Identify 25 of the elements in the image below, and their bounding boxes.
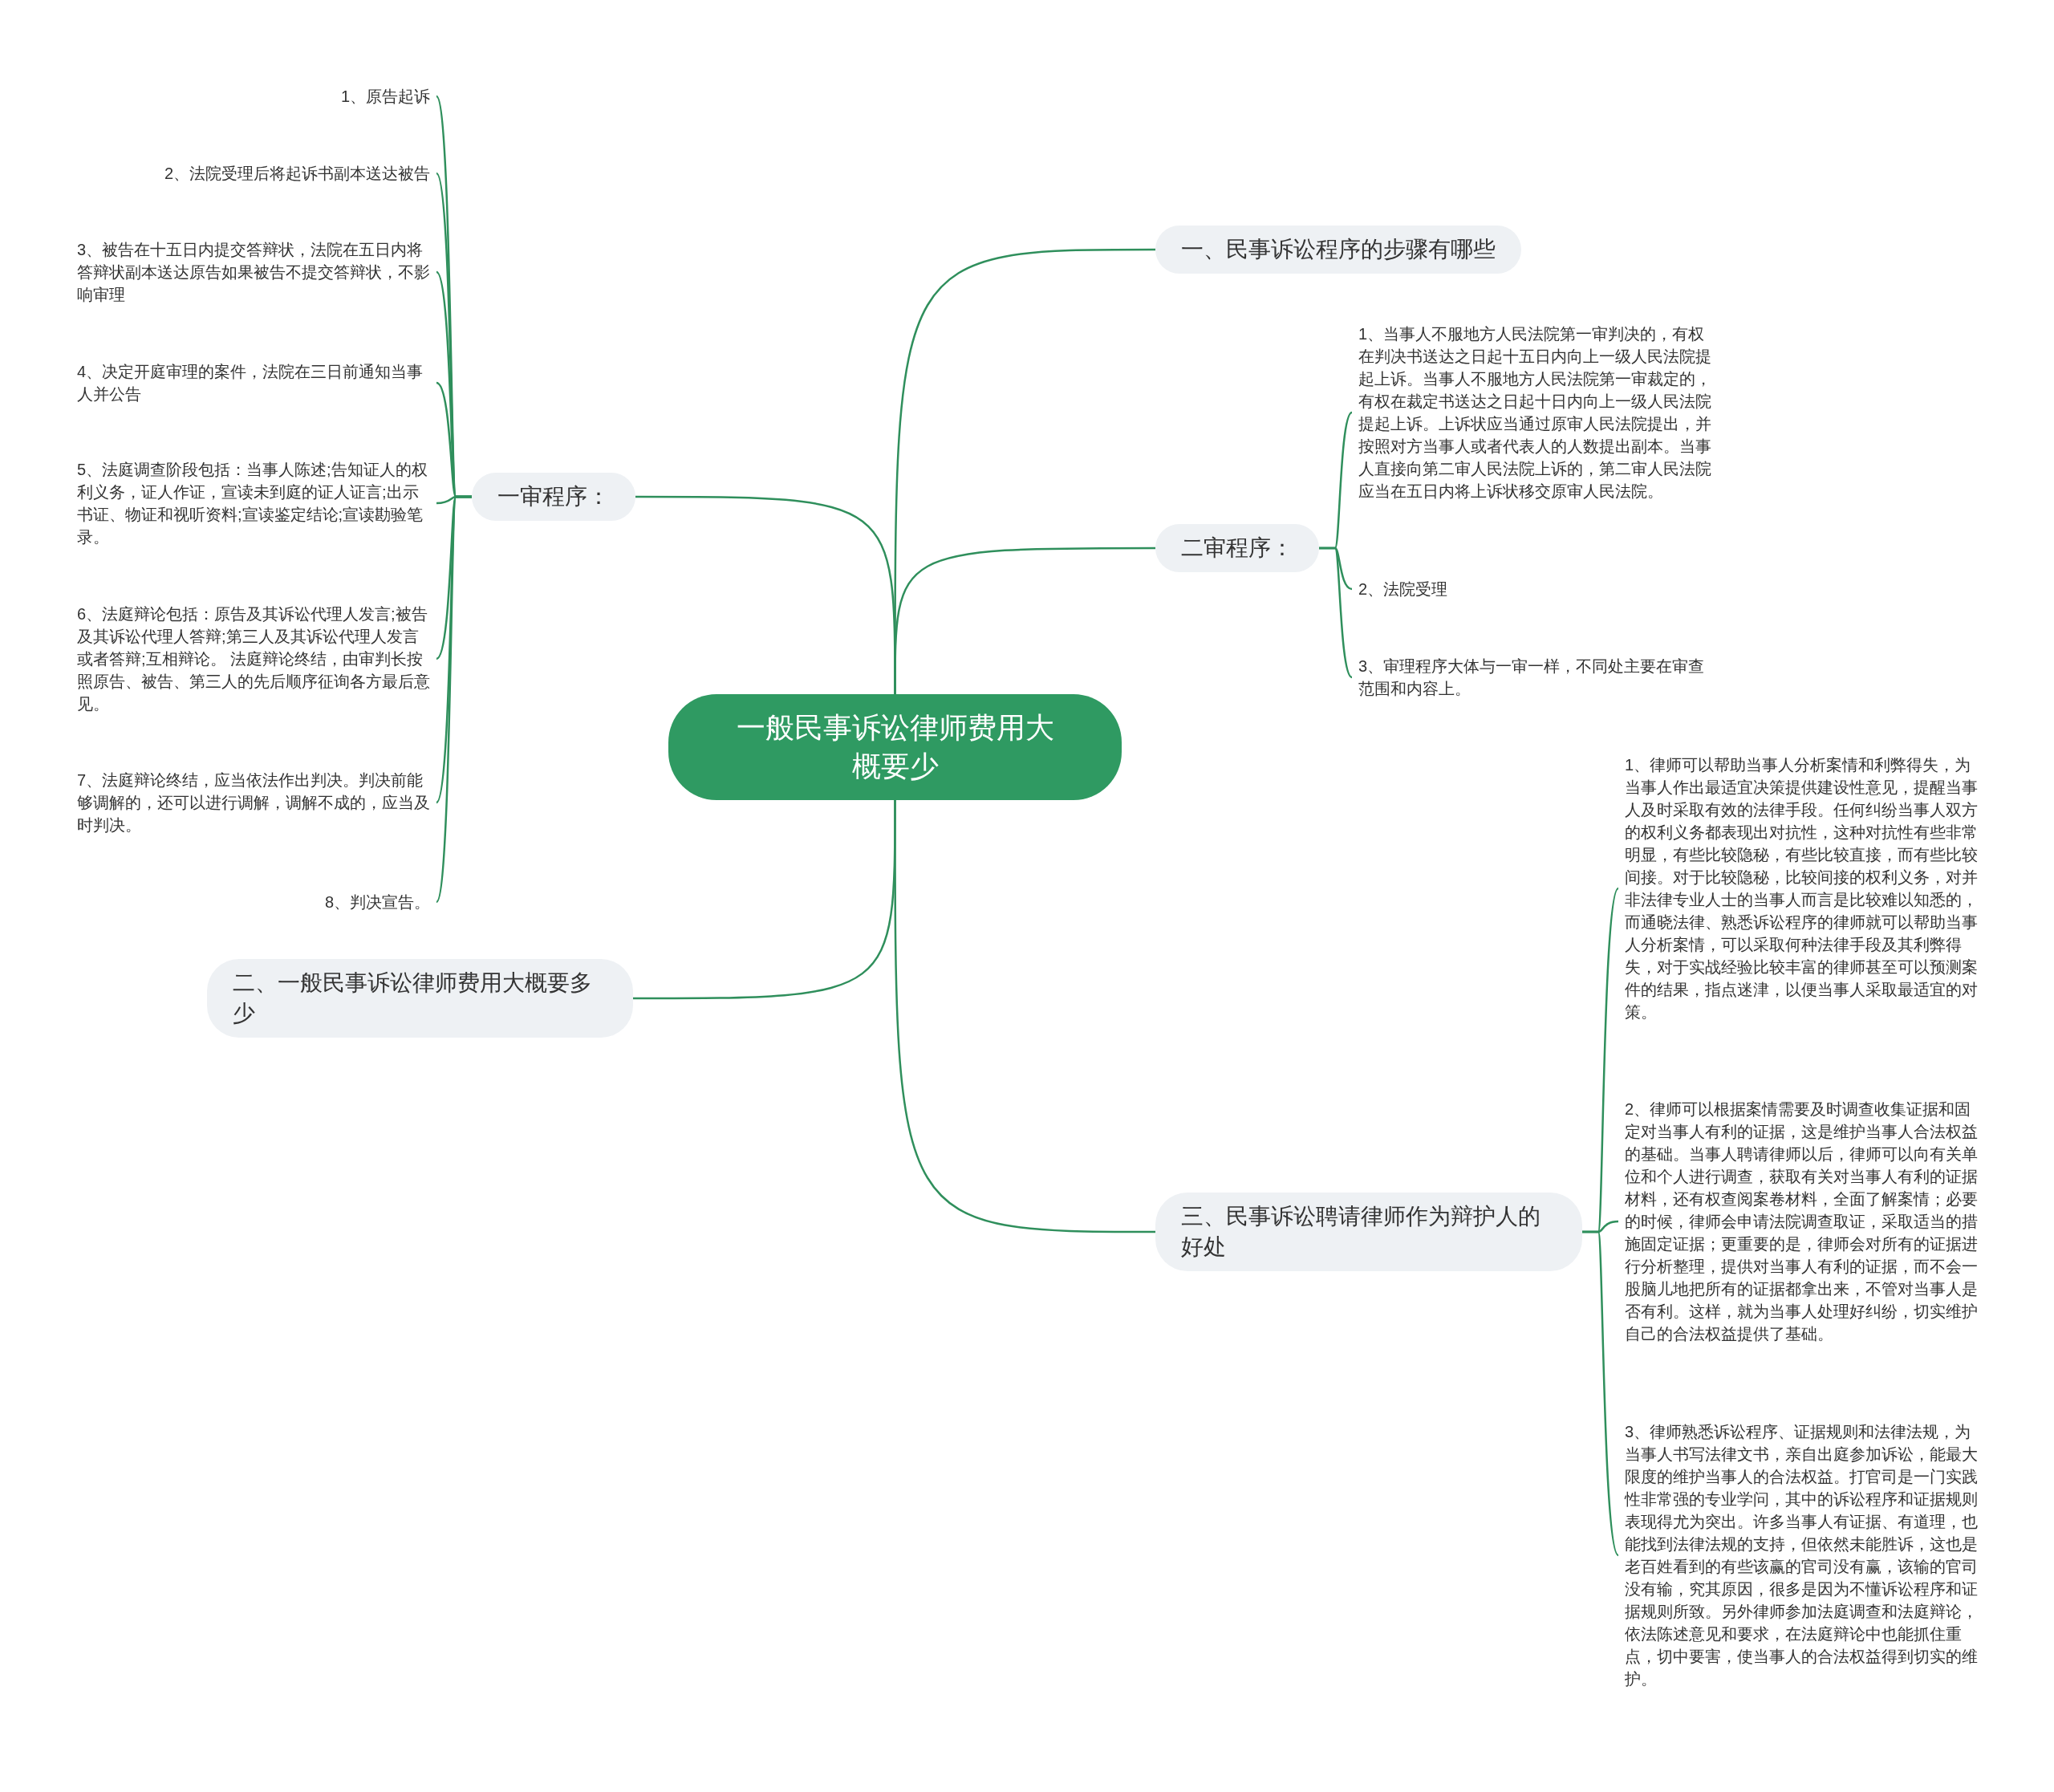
topic-pill: 一审程序：: [472, 473, 635, 521]
subtopic-text: 3、审理程序大体与一审一样，不同处主要在审查范围和内容上。: [1358, 655, 1711, 700]
subtopic-text: 1、原告起诉: [340, 85, 430, 108]
subtopic-text: 1、律师可以帮助当事人分析案情和利弊得失，为当事人作出最适宜决策提供建设性意见，提醒当事人及时采取有效的法律手段。任何纠纷当事人双方的权利义务都表现出对抗性，这种对抗性有些非常明显，有些比较隐秘，有些比较直接，而有些比较间接。对于比较隐秘，比较间接的权利义务，对并非法律专业人士的当事人而言是比较难以知悉的，而通晓法律、熟悉诉讼程序的律师就可以帮助当事人分析案情，可以采取何种法律手段及其利弊得失，对于实战经验比较丰富的律师甚至可以预测案件的结果，指点迷津，以便当事人采取最适宜的对策。: [1625, 754, 1978, 1023]
subtopic-text: 4、决定开庭审理的案件，法院在三日前通知当事人并公告: [77, 360, 430, 405]
subtopic-text: 8、判决宣告。: [324, 891, 430, 913]
topic-pill: 三、民事诉讼聘请律师作为辩护人的好处: [1155, 1193, 1582, 1271]
connector-line: [635, 495, 896, 694]
subtopic-text: 7、法庭辩论终结，应当依法作出判决。判决前能够调解的，还可以进行调解，调解不成的，应当及时判决。: [77, 769, 430, 836]
subtopic-text: 2、律师可以根据案情需要及时调查收集证据和固定对当事人有利的证据，这是维护当事人合法权益的基础。当事人聘请律师以后，律师可以向有关单位和个人进行调查，获取有关对当事人有利的证据材料，还有权查阅案卷材料，全面了解案情；必要的时候，律师会申请法院调查取证，采取适当的措施固定证据；更重要的是，律师会对所有的证据进行分析整理，提供对当事人有利的证据，而不会一股脑儿地把所有的证据都拿出来，不管对当事人是否有利。这样，就为当事人处理好纠纷，切实维护自己的合法权益提供了基础。: [1625, 1098, 1978, 1345]
subtopic-text: 3、律师熟悉诉讼程序、证据规则和法律法规，为当事人书写法律文书，亲自出庭参加诉讼，能最大限度的维护当事人的合法权益。打官司是一门实践性非常强的专业学问，其中的诉讼程序和证据规则表现得尤为突出。许多当事人有证据、有道理，也能找到法律法规的支持，但依然未能胜诉，这也是老百姓看到的有些该赢的官司没有赢，该输的官司没有输，究其原因，很多是因为不懂诉讼程序和证据规则所致。另外律师参加法庭调查和法庭辩论，依法陈述意见和要求，在法庭辩论中也能抓住重点，切中要害，使当事人的合法权益得到切实的维护。: [1625, 1420, 1978, 1690]
subtopic-text: 3、被告在十五日内提交答辩状，法院在五日内将答辩状副本送达原告如果被告不提交答辩状，不影响审理: [77, 238, 430, 306]
subtopic-text: 6、法庭辩论包括：原告及其诉讼代理人发言;被告及其诉讼代理人答辩;第三人及其诉讼代理人发言或者答辩;互相辩论。 法庭辩论终结，由审判长按照原告、被告、第三人的先后顺序征询各方最后意见。: [77, 603, 430, 715]
connector-line: [1319, 547, 1353, 678]
subtopic-text: 1、当事人不服地方人民法院第一审判决的，有权在判决书送达之日起十五日内向上一级人民法院提起上诉。当事人不服地方人民法院第一审裁定的，有权在裁定书送达之日起十日内向上一级人民法院提起上诉。上诉状应当通过原审人民法院提出，并按照对方当事人或者代表人的人数提出副本。当事人直接向第二审人民法院上诉的，第二审人民法院应当在五日内将上诉状移交原审人民法院。: [1358, 323, 1711, 502]
connector-line: [633, 800, 896, 1000]
subtopic-text: 5、法庭调查阶段包括：当事人陈述;告知证人的权利义务，证人作证，宣读未到庭的证人证言;出示书证、物证和视听资料;宣读鉴定结论;宣读勘验笔录。: [77, 458, 430, 548]
connector-line: [435, 495, 472, 903]
central-topic: 一般民事诉讼律师费用大概要少: [668, 694, 1122, 800]
connector-line: [1582, 1230, 1620, 1556]
topic-pill: 二审程序：: [1155, 524, 1319, 572]
subtopic-text: 2、法院受理: [1358, 578, 1711, 600]
topic-pill: 二、一般民事诉讼律师费用大概要多少: [207, 959, 633, 1038]
subtopic-text: 2、法院受理后将起诉书副本送达被告: [164, 162, 430, 185]
topic-pill: 一、民事诉讼程序的步骤有哪些: [1155, 226, 1521, 274]
